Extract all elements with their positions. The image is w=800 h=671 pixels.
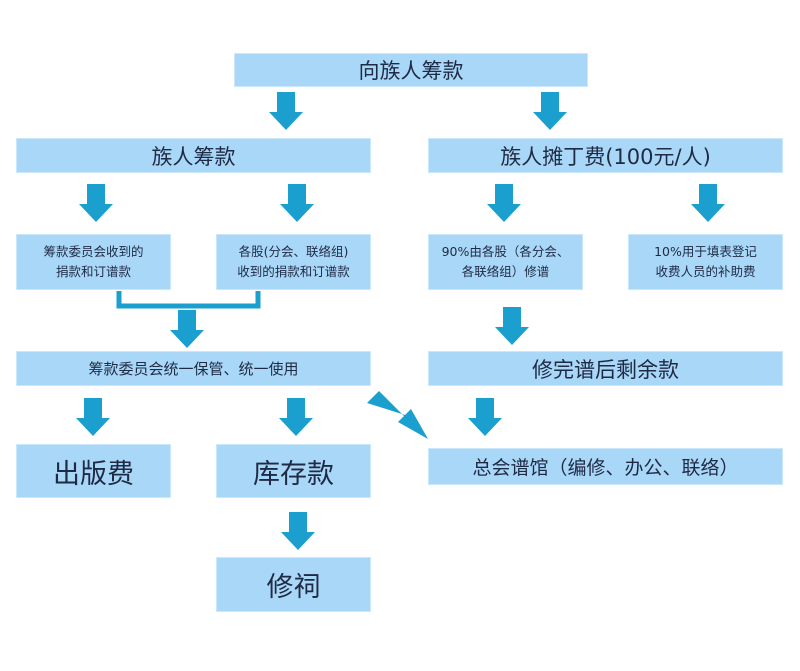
committee-box: 筹款委员会统一保管、统一使用 [16,351,371,386]
committee-donations-line2: 捐款和订谱款 [55,264,131,279]
arrow-left-to-l2 [280,184,314,222]
arrow-committee-to-hall [367,391,428,439]
branch-donations-line1: 各股(分会、联络组) [238,244,349,259]
stock-label: 库存款 [253,458,334,490]
committee-label: 筹款委员会统一保管、统一使用 [88,360,299,378]
ninety-percent-line2: 各联络组）修谱 [461,264,550,279]
left-header-box: 族人筹款 [16,138,371,173]
arrow-top-to-left [269,92,303,130]
ten-percent-line1: 10%用于填表登记 [654,244,757,259]
arrow-committee-to-stock [279,398,313,436]
arrow-top-to-right [533,92,567,130]
ten-percent-box: 10%用于填表登记 收费人员的补助费 [628,234,783,290]
right-header-box: 族人摊丁费(100元/人) [428,138,783,173]
publishing-label: 出版费 [53,458,134,490]
arrow-committee-to-publishing [76,398,110,436]
arrow-right-to-r2 [691,184,725,222]
remainder-label: 修完谱后剩余款 [532,357,679,382]
arrow-merge-to-committee [170,310,204,348]
publishing-box: 出版费 [16,444,171,498]
branch-donations-box: 各股(分会、联络组) 收到的捐款和订谱款 [216,234,371,290]
general-hall-label: 总会谱馆（编修、办公、联络） [472,457,739,479]
stock-box: 库存款 [216,444,371,498]
arrow-right-to-r1 [487,184,521,222]
remainder-box: 修完谱后剩余款 [428,351,783,386]
ninety-percent-line1: 90%由各股（各分会、 [441,244,570,259]
right-header-label: 族人摊丁费(100元/人) [500,144,711,169]
left-header-label: 族人筹款 [151,144,236,169]
ancestral-hall-label: 修祠 [266,572,321,603]
branch-donations-line2: 收到的捐款和订谱款 [237,264,350,279]
ten-percent-line2: 收费人员的补助费 [655,264,756,279]
arrow-r1-to-remainder [495,307,529,345]
committee-donations-box: 筹款委员会收到的 捐款和订谱款 [16,234,171,290]
merge-bracket [116,291,261,309]
ancestral-hall-box: 修祠 [216,557,371,612]
general-hall-box: 总会谱馆（编修、办公、联络） [428,448,783,485]
arrow-left-to-l1 [79,184,113,222]
ninety-percent-box: 90%由各股（各分会、 各联络组）修谱 [428,234,583,290]
top-label: 向族人筹款 [358,59,464,83]
arrow-remainder-to-hall [468,398,502,436]
arrow-stock-to-ancestral [281,512,315,550]
committee-donations-line1: 筹款委员会收到的 [43,244,144,259]
top-box: 向族人筹款 [234,53,588,87]
